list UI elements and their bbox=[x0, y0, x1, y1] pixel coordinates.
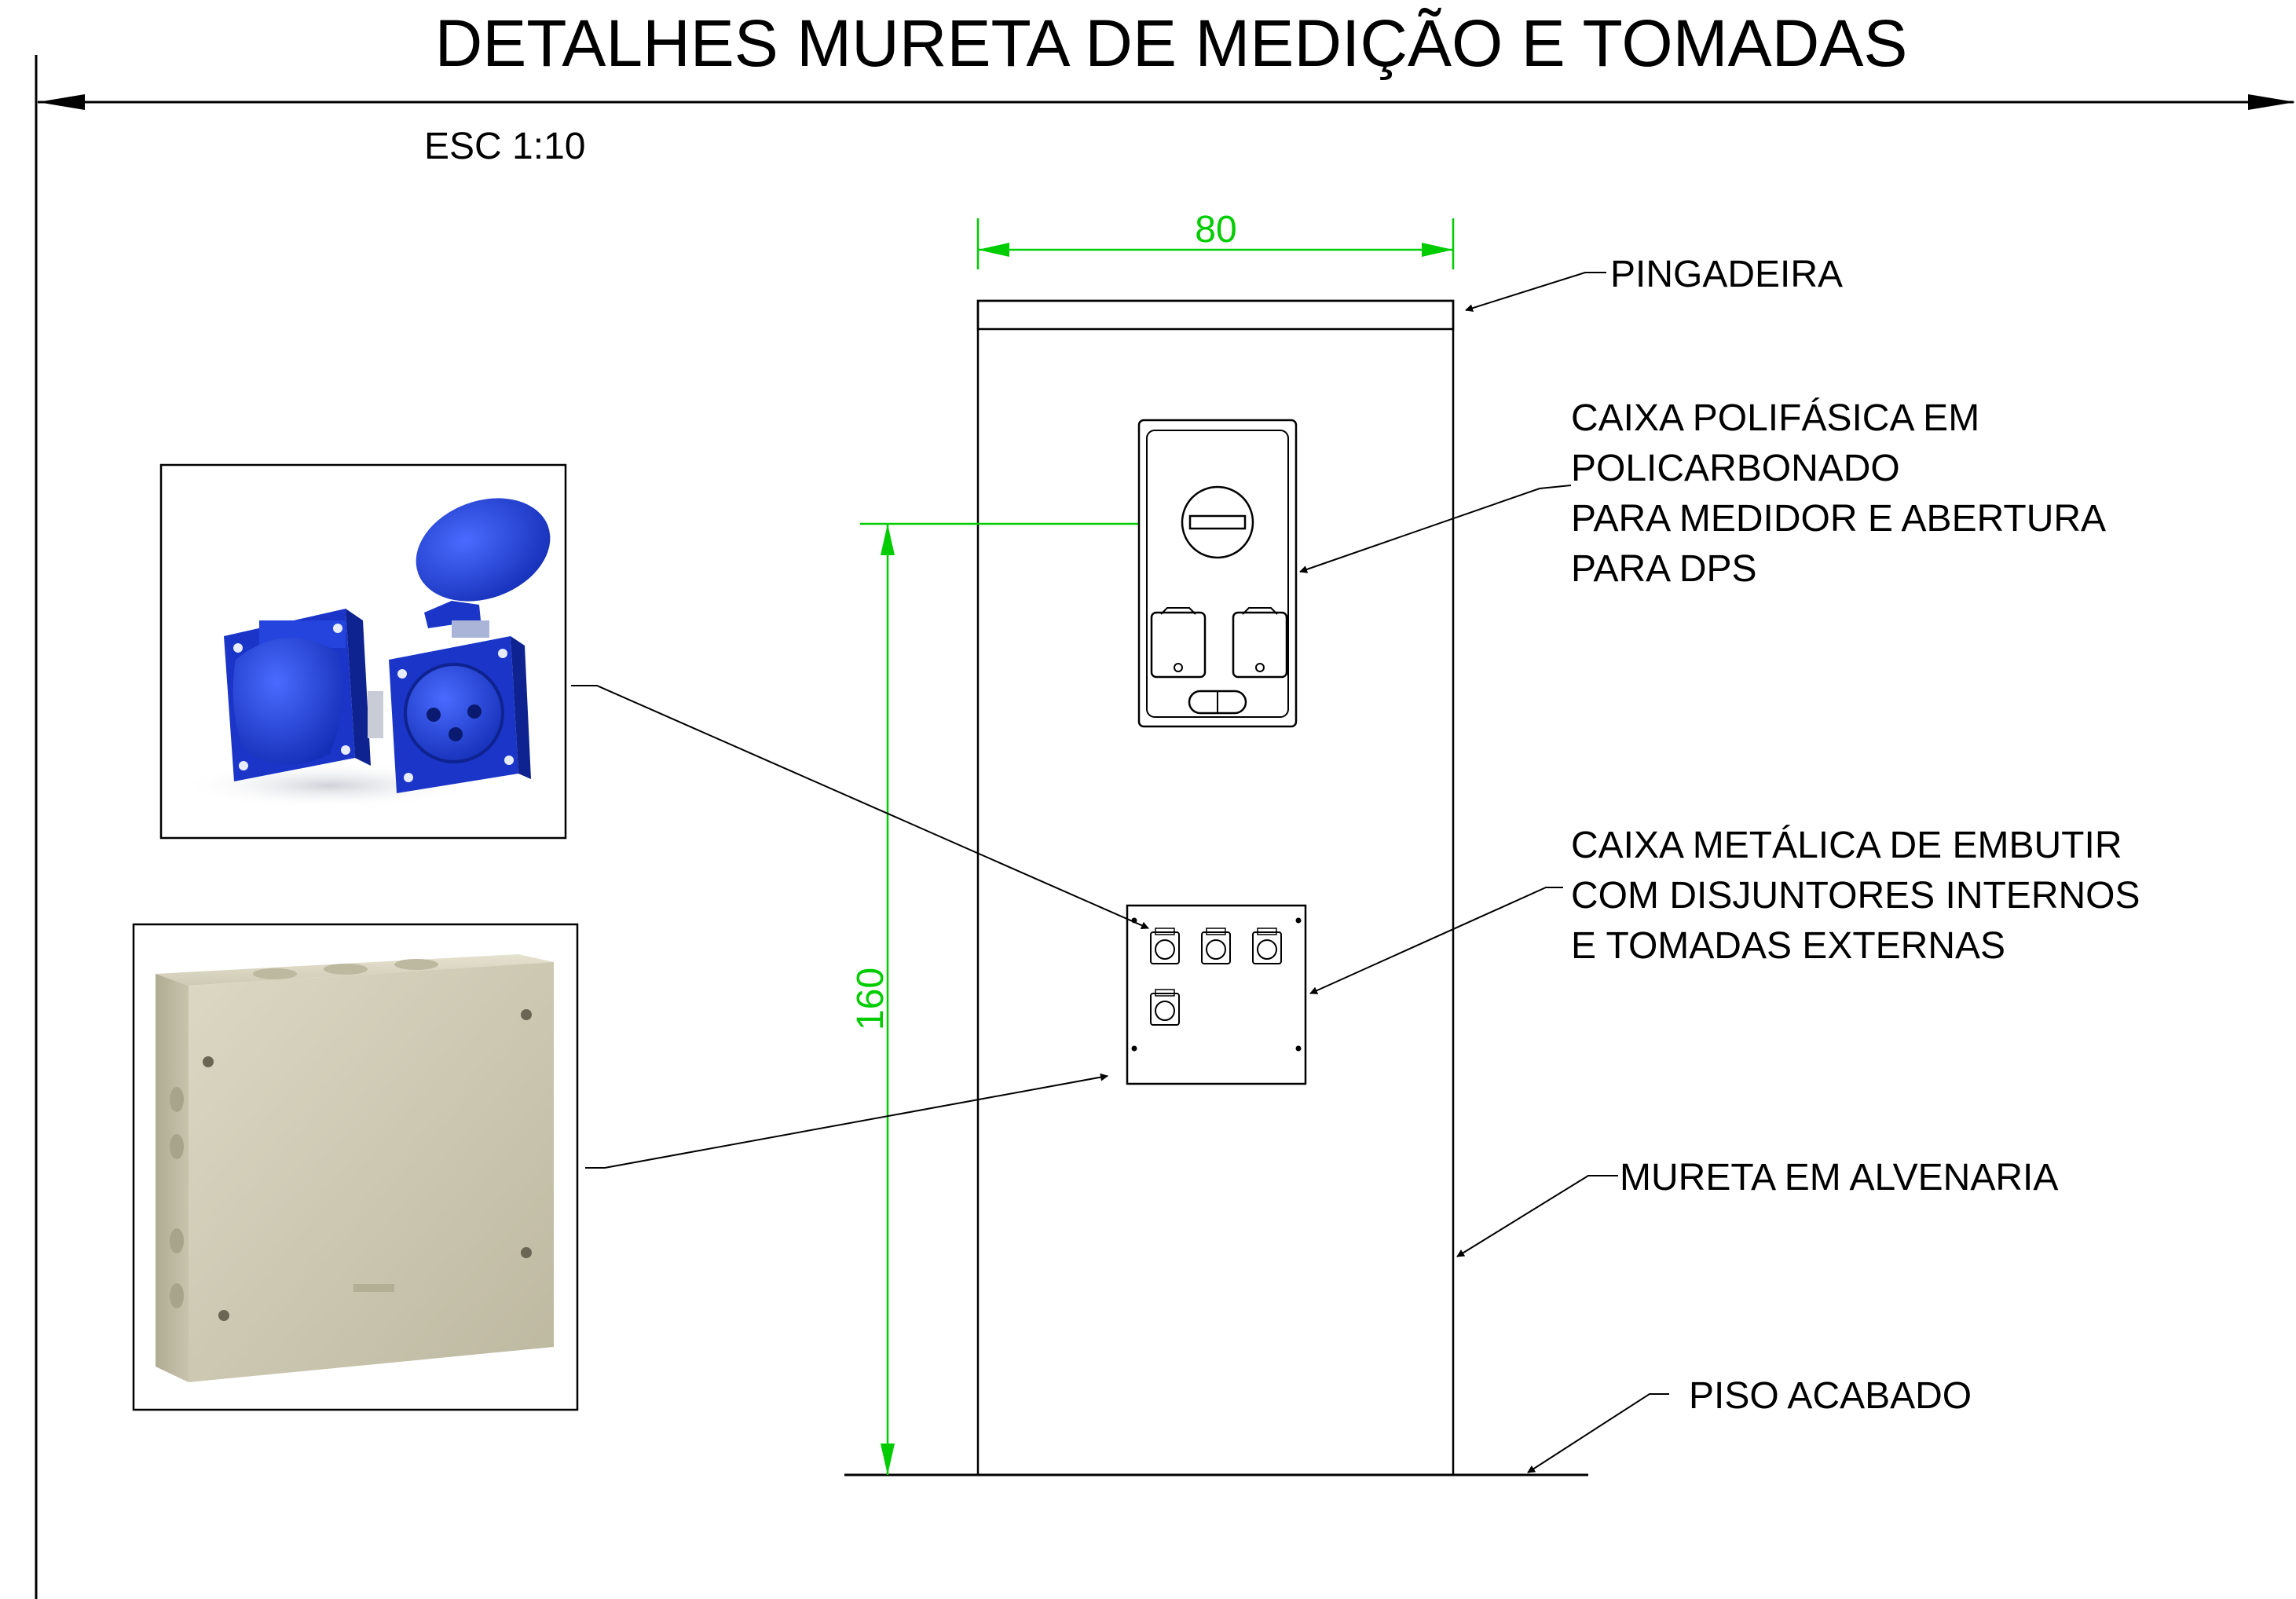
label-caixa-metalica-line3: E TOMADAS EXTERNAS bbox=[1571, 925, 2005, 967]
metal-socket-box bbox=[1126, 904, 1307, 1085]
width-dimension: 80 bbox=[1195, 209, 1236, 251]
meter-display-icon bbox=[1188, 514, 1247, 530]
label-caixa-polifasica-line4: PARA DPS bbox=[1571, 548, 1757, 590]
dps-opening-left-icon bbox=[1150, 611, 1207, 679]
label-caixa-metalica-line1: CAIXA METÁLICA DE EMBUTIR bbox=[1571, 825, 2122, 866]
socket-4-icon bbox=[1150, 989, 1180, 1026]
leader-box-photo bbox=[585, 1073, 1108, 1169]
drawing-title: DETALHES MURETA DE MEDIÇÃO E TOMADAS bbox=[435, 6, 1908, 80]
label-caixa-metalica-line2: COM DISJUNTORES INTERNOS bbox=[1571, 875, 2140, 917]
scale-label: ESC 1:10 bbox=[424, 126, 585, 167]
label-caixa-polifasica-line2: POLICARBONADO bbox=[1571, 448, 1900, 489]
title-arrow-right-icon bbox=[2248, 94, 2295, 110]
meter-dial-icon bbox=[1181, 485, 1254, 559]
cable-entry-icon bbox=[1188, 690, 1247, 715]
socket-3-icon bbox=[1252, 928, 1282, 964]
socket-1-icon bbox=[1150, 928, 1180, 964]
label-caixa-polifasica-line1: CAIXA POLIFÁSICA EM bbox=[1571, 397, 1979, 439]
title-arrow-left-icon bbox=[38, 94, 85, 110]
meter-box bbox=[1137, 419, 1298, 728]
label-pingadeira: PINGADEIRA bbox=[1610, 254, 1843, 295]
leader-caixa-metalica bbox=[1309, 887, 1563, 994]
height-dimension: 160 bbox=[850, 968, 892, 1030]
height-arrow-bottom-icon bbox=[881, 1443, 895, 1475]
dps-opening-right-icon bbox=[1232, 611, 1288, 679]
socket-2-icon bbox=[1201, 928, 1231, 964]
leader-caixa-polifasica bbox=[1299, 485, 1572, 573]
blue-socket-photo bbox=[159, 463, 567, 840]
leader-piso bbox=[1527, 1393, 1669, 1473]
label-piso: PISO ACABADO bbox=[1689, 1375, 1972, 1417]
leader-socket-photo bbox=[571, 685, 1149, 929]
label-caixa-polifasica-line3: PARA MEDIDOR E ABERTURA bbox=[1571, 498, 2106, 540]
leader-mureta bbox=[1456, 1175, 1618, 1257]
metal-box-photo bbox=[132, 923, 579, 1411]
leader-pingadeira bbox=[1465, 272, 1606, 313]
width-arrow-right-icon bbox=[1422, 243, 1453, 257]
width-arrow-left-icon bbox=[978, 243, 1009, 257]
height-arrow-top-icon bbox=[881, 524, 895, 555]
pingadeira bbox=[976, 299, 1455, 331]
label-mureta: MURETA EM ALVENARIA bbox=[1620, 1157, 2058, 1198]
